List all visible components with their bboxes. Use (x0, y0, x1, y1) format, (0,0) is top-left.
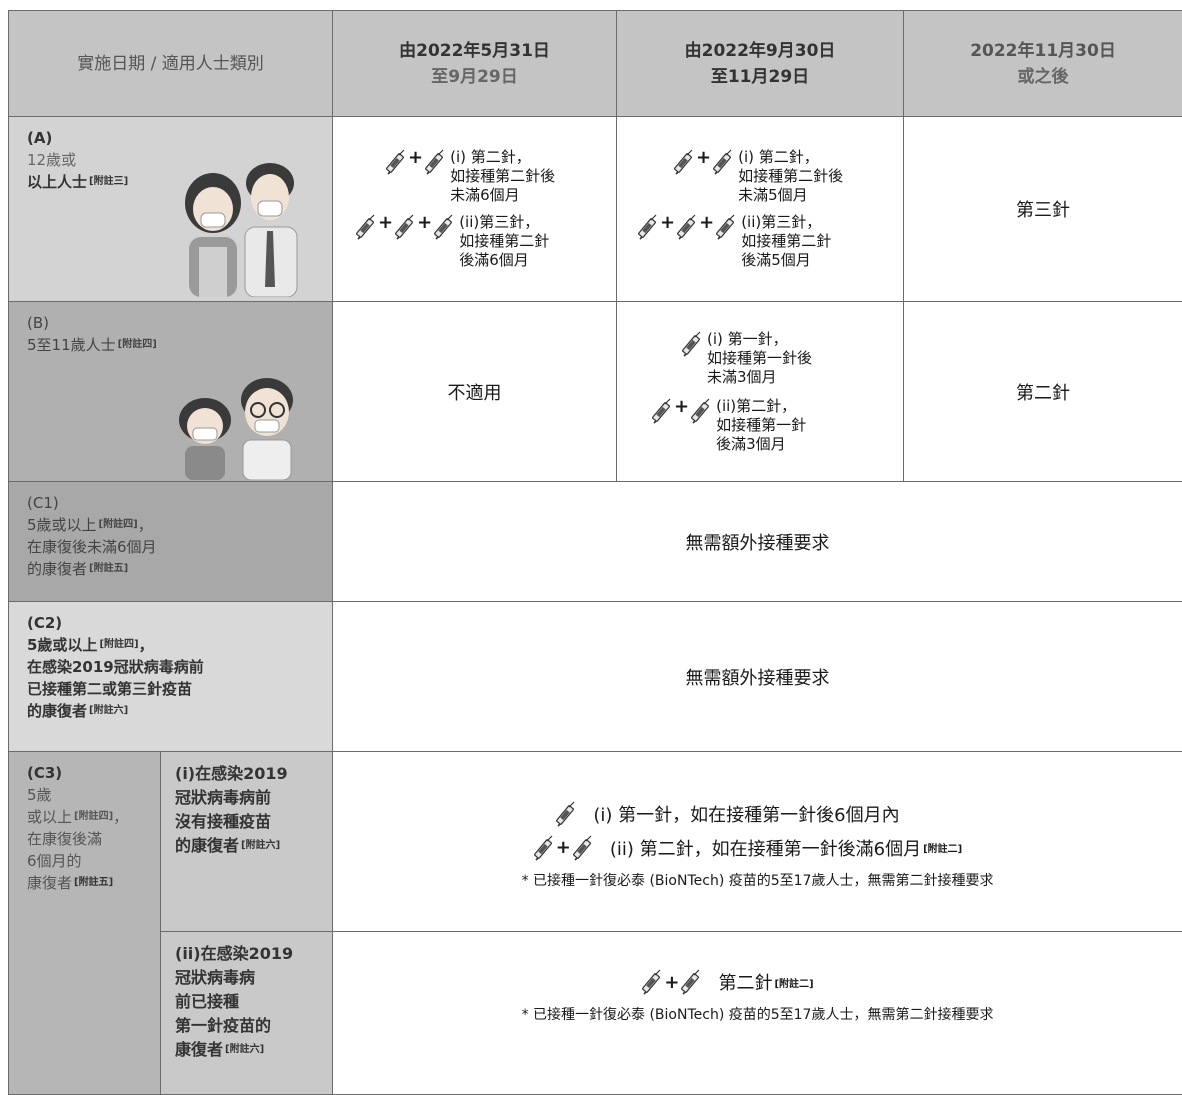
header-period-1: 由2022年5月31日至9月29日 (332, 10, 618, 117)
plus-icon: + (664, 971, 680, 993)
row-c2-label: (C2) 5歲或以上[附註四]， 在感染2019冠狀病毒病前 已接種第二或第三針… (7, 601, 334, 752)
plus-icon: + (660, 212, 676, 233)
plus-icon: + (378, 212, 394, 233)
plus-icon: + (555, 837, 571, 858)
row-c3-sub-ii-value: + 第二針[附註二] * 已接種一針復必泰 (BioNTech) 疫苗的5至17… (332, 931, 1182, 1095)
row-a-label: (A) 12歲或 以上人士[附註三] (7, 116, 334, 302)
header-period-3: 2022年11月30日或之後 (903, 10, 1182, 117)
syringe-icon (681, 330, 703, 358)
row-c3-sub-i-value: (i) 第一針，如在接種第一針後6個月內 + (ii) 第二針，如在接種第一針後… (332, 751, 1182, 932)
row-b-period-2: (i) 第一針， 如接種第一針後 未滿3個月 + (ii)第二針， 如接種第一針… (616, 301, 905, 482)
vaccination-table: 實施日期 / 適用人士類別 由2022年5月31日至9月29日 由2022年9月… (7, 10, 1182, 1095)
row-c1-value: 無需額外接種要求 (332, 481, 1182, 602)
row-b-period-3: 第二針 (903, 301, 1182, 482)
syringe-icon (651, 397, 673, 425)
syringe-icon (355, 213, 377, 241)
header-category: 實施日期 / 適用人士類別 (7, 10, 334, 117)
row-a-period-2: + (i) 第二針， 如接種第二針後 未滿5個月 + + (ii)第三針， 如接… (616, 116, 905, 302)
syringe-icon (680, 968, 702, 996)
row-c1-label: (C1) 5歲或以上[附註四]， 在康復後未滿6個月 的康復者[附註五] (7, 481, 334, 602)
row-b-label: (B) 5至11歲人士[附註四] (7, 301, 334, 482)
syringe-icon (572, 834, 594, 862)
plus-icon: + (417, 212, 433, 233)
children-illustration (179, 378, 293, 480)
syringe-icon (424, 148, 446, 176)
row-b-period-1: 不適用 (332, 301, 618, 482)
syringe-icon (533, 834, 555, 862)
row-c3-label: (C3) 5歲 或以上[附註四]， 在康復後滿 6個月的 康復者[附註五] (8, 751, 161, 1095)
row-a-period-1: + (i) 第二針， 如接種第二針後 未滿6個月 + + (ii)第三針， 如接… (332, 116, 618, 302)
row-c2-value: 無需額外接種要求 (332, 601, 1182, 752)
syringe-icon (715, 213, 737, 241)
header-period-2: 由2022年9月30日至11月29日 (616, 10, 905, 117)
adult-couple-illustration (185, 163, 298, 297)
syringe-icon (433, 213, 455, 241)
plus-icon: + (699, 212, 715, 233)
syringe-icon (673, 148, 695, 176)
syringe-icon (394, 213, 416, 241)
syringe-icon (712, 148, 734, 176)
row-a-period-3: 第三針 (903, 116, 1182, 302)
syringe-icon (385, 148, 407, 176)
syringe-icon (690, 397, 712, 425)
syringe-icon (637, 213, 659, 241)
syringe-icon (641, 968, 663, 996)
plus-icon: + (674, 395, 690, 417)
row-c3-sub-i-label: (i)在感染2019 冠狀病毒病前 沒有接種疫苗 的康復者[附註六] (159, 751, 334, 932)
syringe-icon (555, 800, 577, 828)
plus-icon: + (408, 147, 424, 168)
row-c3-sub-ii-label: (ii)在感染2019 冠狀病毒病 前已接種 第一針疫苗的 康復者[附註六] (159, 931, 334, 1095)
syringe-icon (676, 213, 698, 241)
plus-icon: + (696, 147, 712, 168)
